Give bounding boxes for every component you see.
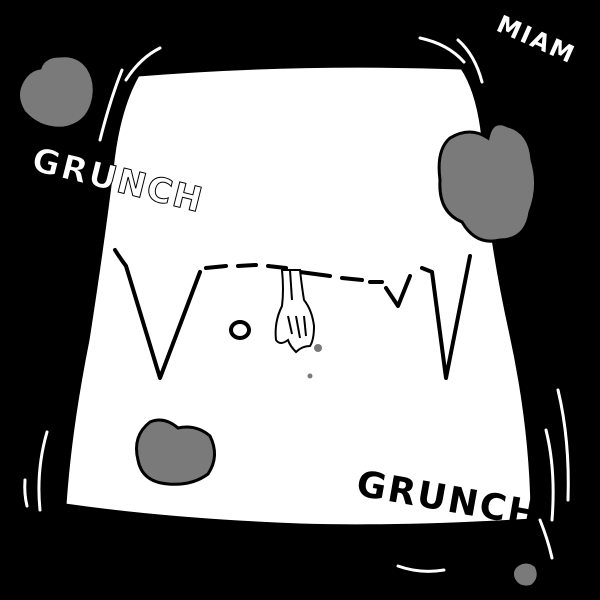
crumb-top-left xyxy=(17,54,96,130)
right-fang xyxy=(420,254,472,380)
motion-lines xyxy=(23,36,570,573)
hand-doodle xyxy=(274,269,316,354)
small-tooth xyxy=(384,274,412,308)
monster-teeth xyxy=(113,248,472,380)
crumb-small xyxy=(314,344,322,352)
crumb-tiny xyxy=(307,373,313,379)
left-fang xyxy=(113,248,202,380)
mouth-dash-line xyxy=(204,263,384,284)
sfx-miam-top-right: MIAM xyxy=(493,10,580,69)
crumb-bottom-right xyxy=(510,560,540,589)
crumb-top-right xyxy=(437,122,537,243)
monster-eye xyxy=(229,320,251,340)
cookie-crumbs xyxy=(17,54,540,589)
crumb-center-left xyxy=(135,418,216,486)
